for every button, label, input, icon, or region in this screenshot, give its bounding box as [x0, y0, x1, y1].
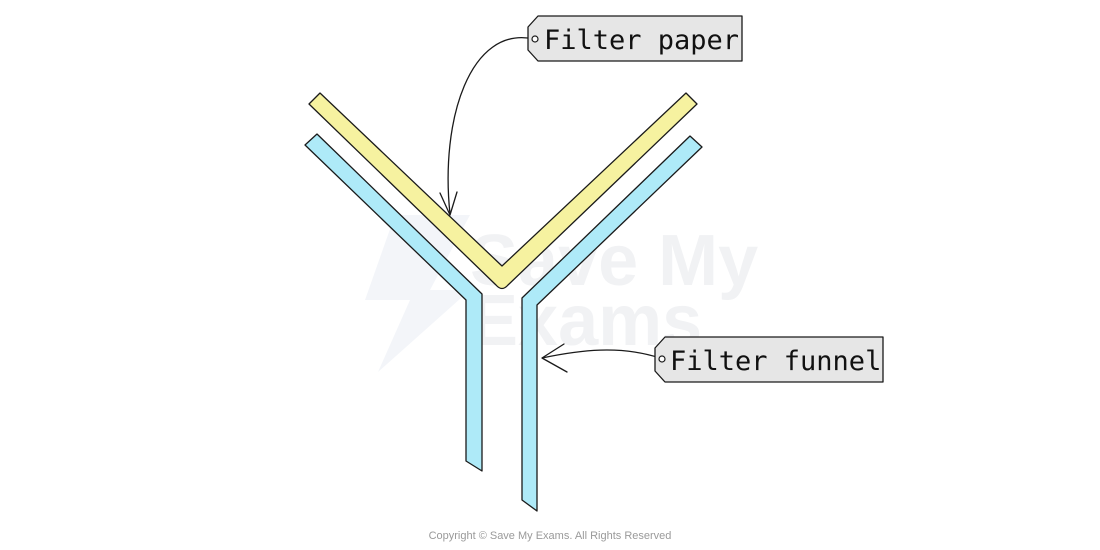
filter-funnel-label-text: Filter funnel — [670, 346, 881, 377]
filter-paper-tag-hole — [531, 35, 539, 43]
filter-funnel-arrowhead — [541, 343, 568, 373]
filter-funnel-label: Filter funnel — [654, 336, 884, 383]
watermark-logo-icon — [365, 215, 470, 372]
filter-paper — [308, 92, 698, 290]
filter-funnel-tag — [654, 336, 884, 383]
filter-funnel-pointer — [541, 343, 661, 373]
filter-paper-arrow-line — [447, 36, 535, 215]
filter-paper-arrowhead — [439, 191, 458, 216]
filter-paper-pointer — [439, 36, 535, 216]
filter-paper-label: Filter paper — [527, 15, 743, 62]
filter-funnel — [304, 133, 703, 512]
filter-paper-label-text: Filter paper — [544, 25, 739, 56]
filter-funnel-right-wall — [521, 135, 703, 512]
watermark: Save My Exams — [365, 215, 758, 372]
filter-funnel-arrow-line — [541, 349, 661, 359]
filter-funnel-tag-hole — [658, 355, 666, 363]
filter-funnel-left-wall — [304, 133, 483, 472]
filter-paper-tag — [527, 15, 743, 62]
copyright-notice: Copyright © Save My Exams. All Rights Re… — [428, 530, 672, 542]
filter-paper-cone — [308, 92, 698, 290]
